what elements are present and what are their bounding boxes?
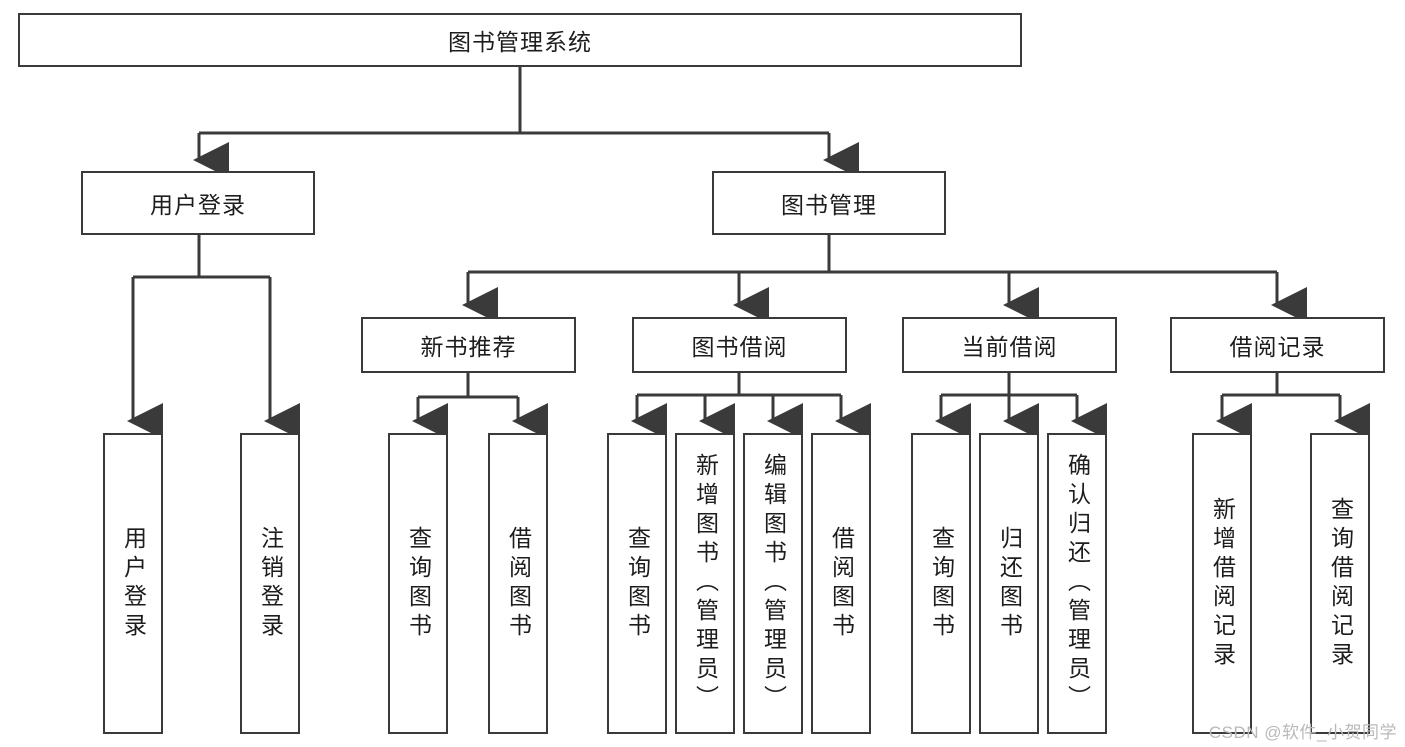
node-current-borrow[interactable]: 当前借阅 [902,317,1117,373]
node-new-book-recommend[interactable]: 新书推荐 [361,317,576,373]
node-user-login-label: 用户登录 [150,192,246,218]
watermark-text: CSDN @软件_小贺同学 [1208,723,1397,742]
leaf-borrow-book-1[interactable]: 借阅图书 [488,433,548,734]
leaf-logout-login[interactable]: 注销登录 [240,433,300,734]
node-borrow-record-label: 借阅记录 [1229,334,1326,360]
leaf-add-book[interactable]: 新增图书（管理员） [675,433,735,734]
leaf-add-book-label: 新增图书（管理员） [692,453,719,714]
leaf-add-record-label: 新增借阅记录 [1209,496,1236,671]
leaf-user-login[interactable]: 用户登录 [103,433,163,734]
leaf-add-record[interactable]: 新增借阅记录 [1192,433,1252,734]
leaf-borrow-book-1-label: 借阅图书 [505,525,532,642]
leaf-borrow-book-2[interactable]: 借阅图书 [811,433,871,734]
leaf-user-login-label: 用户登录 [120,525,147,642]
node-book-manage[interactable]: 图书管理 [712,171,946,235]
leaf-return-book[interactable]: 归还图书 [979,433,1039,734]
node-root-label: 图书管理系统 [448,29,592,55]
leaf-confirm-return-label: 确认归还（管理员） [1064,453,1091,714]
node-borrow-record[interactable]: 借阅记录 [1170,317,1385,373]
node-book-manage-label: 图书管理 [781,192,877,218]
node-book-borrow-label: 图书借阅 [691,334,788,360]
leaf-edit-book[interactable]: 编辑图书（管理员） [743,433,803,734]
leaf-query-record[interactable]: 查询借阅记录 [1310,433,1370,734]
leaf-return-book-label: 归还图书 [996,525,1023,642]
leaf-query-book-1[interactable]: 查询图书 [388,433,448,734]
leaf-query-book-2[interactable]: 查询图书 [607,433,667,734]
leaf-logout-login-label: 注销登录 [257,525,284,642]
leaf-query-book-2-label: 查询图书 [624,525,651,642]
node-root[interactable]: 图书管理系统 [18,13,1022,67]
node-new-book-recommend-label: 新书推荐 [420,334,517,360]
leaf-query-record-label: 查询借阅记录 [1327,496,1354,671]
leaf-edit-book-label: 编辑图书（管理员） [760,453,787,714]
node-current-borrow-label: 当前借阅 [961,334,1058,360]
node-user-login[interactable]: 用户登录 [81,171,315,235]
leaf-query-book-3[interactable]: 查询图书 [911,433,971,734]
leaf-query-book-3-label: 查询图书 [928,525,955,642]
leaf-confirm-return[interactable]: 确认归还（管理员） [1047,433,1107,734]
node-book-borrow[interactable]: 图书借阅 [632,317,847,373]
leaf-borrow-book-2-label: 借阅图书 [828,525,855,642]
leaf-query-book-1-label: 查询图书 [405,525,432,642]
